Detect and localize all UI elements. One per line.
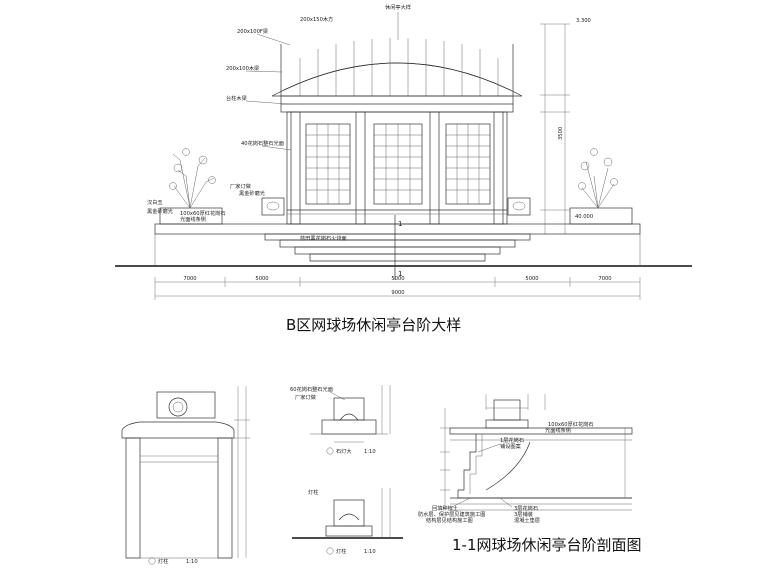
elevation-title: B区网球场休闲亭台阶大样 — [286, 316, 461, 334]
note-7: 汉白玉 — [147, 198, 163, 206]
planter-left — [159, 148, 223, 225]
note-6: 黑金砂磨光 — [239, 189, 265, 197]
sec-note-9: 混凝土垫层 — [514, 516, 540, 524]
pillar-tag: 灯柱 — [158, 557, 168, 565]
bdim-total: 9000 — [391, 290, 404, 296]
bdim-0: 7000 — [183, 276, 196, 282]
note-2: 200x100木梁 — [226, 64, 259, 72]
bottom-dims: 7000 5000 5000 5000 7000 9000 — [154, 276, 641, 300]
dim-height: 3500 — [558, 127, 564, 140]
note-1: 200x100F梁 — [237, 27, 268, 35]
small-tag1-scale: 1:10 — [364, 449, 376, 455]
sec-note-5: 防水层、保护层见建筑施工图 — [418, 510, 485, 518]
small-lamp-detail: 60花岗石整石光面 厂家订做 石灯大 1:10 灯柱 灯柱 1:10 — [290, 385, 403, 555]
bdim-4: 7000 — [598, 276, 611, 282]
small-top-note: 60花岗石整石光面 — [290, 385, 333, 393]
note-0: 200x150木方 — [300, 15, 333, 23]
pavilion-elevation: 1 1 休闲亭大样 200x150木方 200x100F梁 200x100木梁 … — [115, 3, 692, 300]
section-mark-top: 1 — [398, 220, 402, 228]
stone-lamp-left — [261, 197, 285, 216]
note-10: 光面线条侧 — [180, 215, 206, 223]
sec-note-4: 回填种植土 — [432, 504, 458, 512]
stone-lamp-right — [507, 197, 531, 216]
note-8: 黑金砂磨光 — [147, 207, 173, 215]
sec-note-0: 100x60厚红花岗石 — [548, 420, 594, 428]
sec-note-1: 光面线条侧 — [545, 426, 571, 434]
lattice-panel-left — [305, 123, 351, 205]
small-note2: 厂家订做 — [295, 393, 317, 401]
lattice-panel-right — [445, 123, 491, 205]
small-tag2-scale: 1:10 — [364, 549, 376, 555]
bdim-2: 5000 — [391, 276, 404, 282]
pavilion-body — [271, 38, 523, 225]
sec-note-6: 结构层见结构施工图 — [426, 516, 473, 524]
planter-right — [569, 148, 633, 225]
lattice-panel-center — [373, 123, 423, 205]
pillar-scale: 1:10 — [186, 559, 198, 565]
bdim-1: 5000 — [255, 276, 268, 282]
left-notes: 200x150木方 200x100F梁 200x100木梁 台柱木梁 40花岗石… — [147, 15, 333, 223]
small-tag2-label: 灯柱 — [308, 488, 318, 496]
note-3: 台柱木梁 — [226, 94, 247, 102]
sec-note-7: 3层花岗石 — [514, 504, 538, 512]
sec-note-8: 3层铺装 — [514, 510, 533, 518]
small-tag2: 灯柱 — [336, 547, 346, 555]
dim-elev: 3.300 — [576, 18, 591, 24]
section-mark-bottom: 1 — [398, 270, 402, 278]
note-9: 100x60厚红花岗石 — [180, 209, 226, 217]
section-detail: 100x60厚红花岗石 光面线条侧 1层花岗石 铺设图案 回填种植土 防水层、保… — [418, 394, 633, 524]
note-5: 厂家订做 — [230, 182, 252, 190]
bdim-3: 5000 — [525, 276, 538, 282]
right-note: 40.000 — [575, 214, 593, 220]
note-4: 40花岗石整石光面 — [241, 139, 284, 147]
steps — [264, 233, 531, 262]
sec-note-2: 1层花岗石 — [500, 436, 524, 444]
section-title: 1-1网球场休闲亭台阶剖面图 — [452, 536, 642, 554]
sec-note-3: 铺设图案 — [500, 442, 522, 450]
small-tag1: 石灯大 — [336, 447, 352, 455]
top-label: 休闲亭大样 — [385, 3, 411, 11]
right-dims: 3.300 3500 — [540, 18, 591, 235]
pillar-detail: 灯柱 1:10 — [121, 386, 250, 565]
step-note: 蓝田黑花岗石火烧面 — [300, 234, 347, 242]
